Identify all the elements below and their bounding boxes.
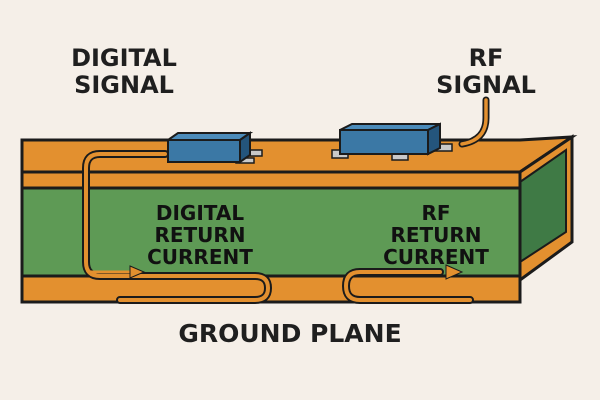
rf-chip — [331, 122, 453, 161]
ground-plane-label: GROUND PLANE — [178, 319, 401, 348]
rf-return-label-line1: RF — [421, 201, 450, 225]
digital-return-arrow-head — [129, 265, 146, 279]
rf-chip-side — [427, 122, 441, 156]
front-copper-top — [20, 170, 522, 190]
rf-return-arrow-head — [445, 264, 464, 280]
rf-signal-label-line1: RF — [469, 44, 504, 72]
digital-return-label-line3: CURRENT — [147, 245, 253, 269]
digital-return-label-line2: RETURN — [154, 223, 245, 247]
rf-chip-body — [339, 129, 429, 155]
digital-chip — [164, 131, 263, 164]
digital-chip-top — [164, 132, 254, 141]
rf-return-label-line2: RETURN — [390, 223, 481, 247]
rf-signal-trace — [458, 96, 490, 148]
substrate-layer — [20, 186, 522, 278]
rf-return-label-line3: CURRENT — [383, 245, 489, 269]
rf-signal-label-line2: SIGNAL — [436, 71, 536, 99]
digital-chip-side — [239, 131, 251, 164]
digital-return-path-fill — [84, 152, 270, 302]
digital-signal-label-line1: DIGITAL — [71, 44, 177, 72]
digital-chip-body — [167, 139, 241, 163]
rf-signal-trace-fill — [460, 98, 488, 146]
digital-return-label-line1: DIGITAL — [156, 201, 244, 225]
rf-return-path-fill — [344, 270, 472, 302]
digital-signal-label-line2: SIGNAL — [74, 71, 174, 99]
